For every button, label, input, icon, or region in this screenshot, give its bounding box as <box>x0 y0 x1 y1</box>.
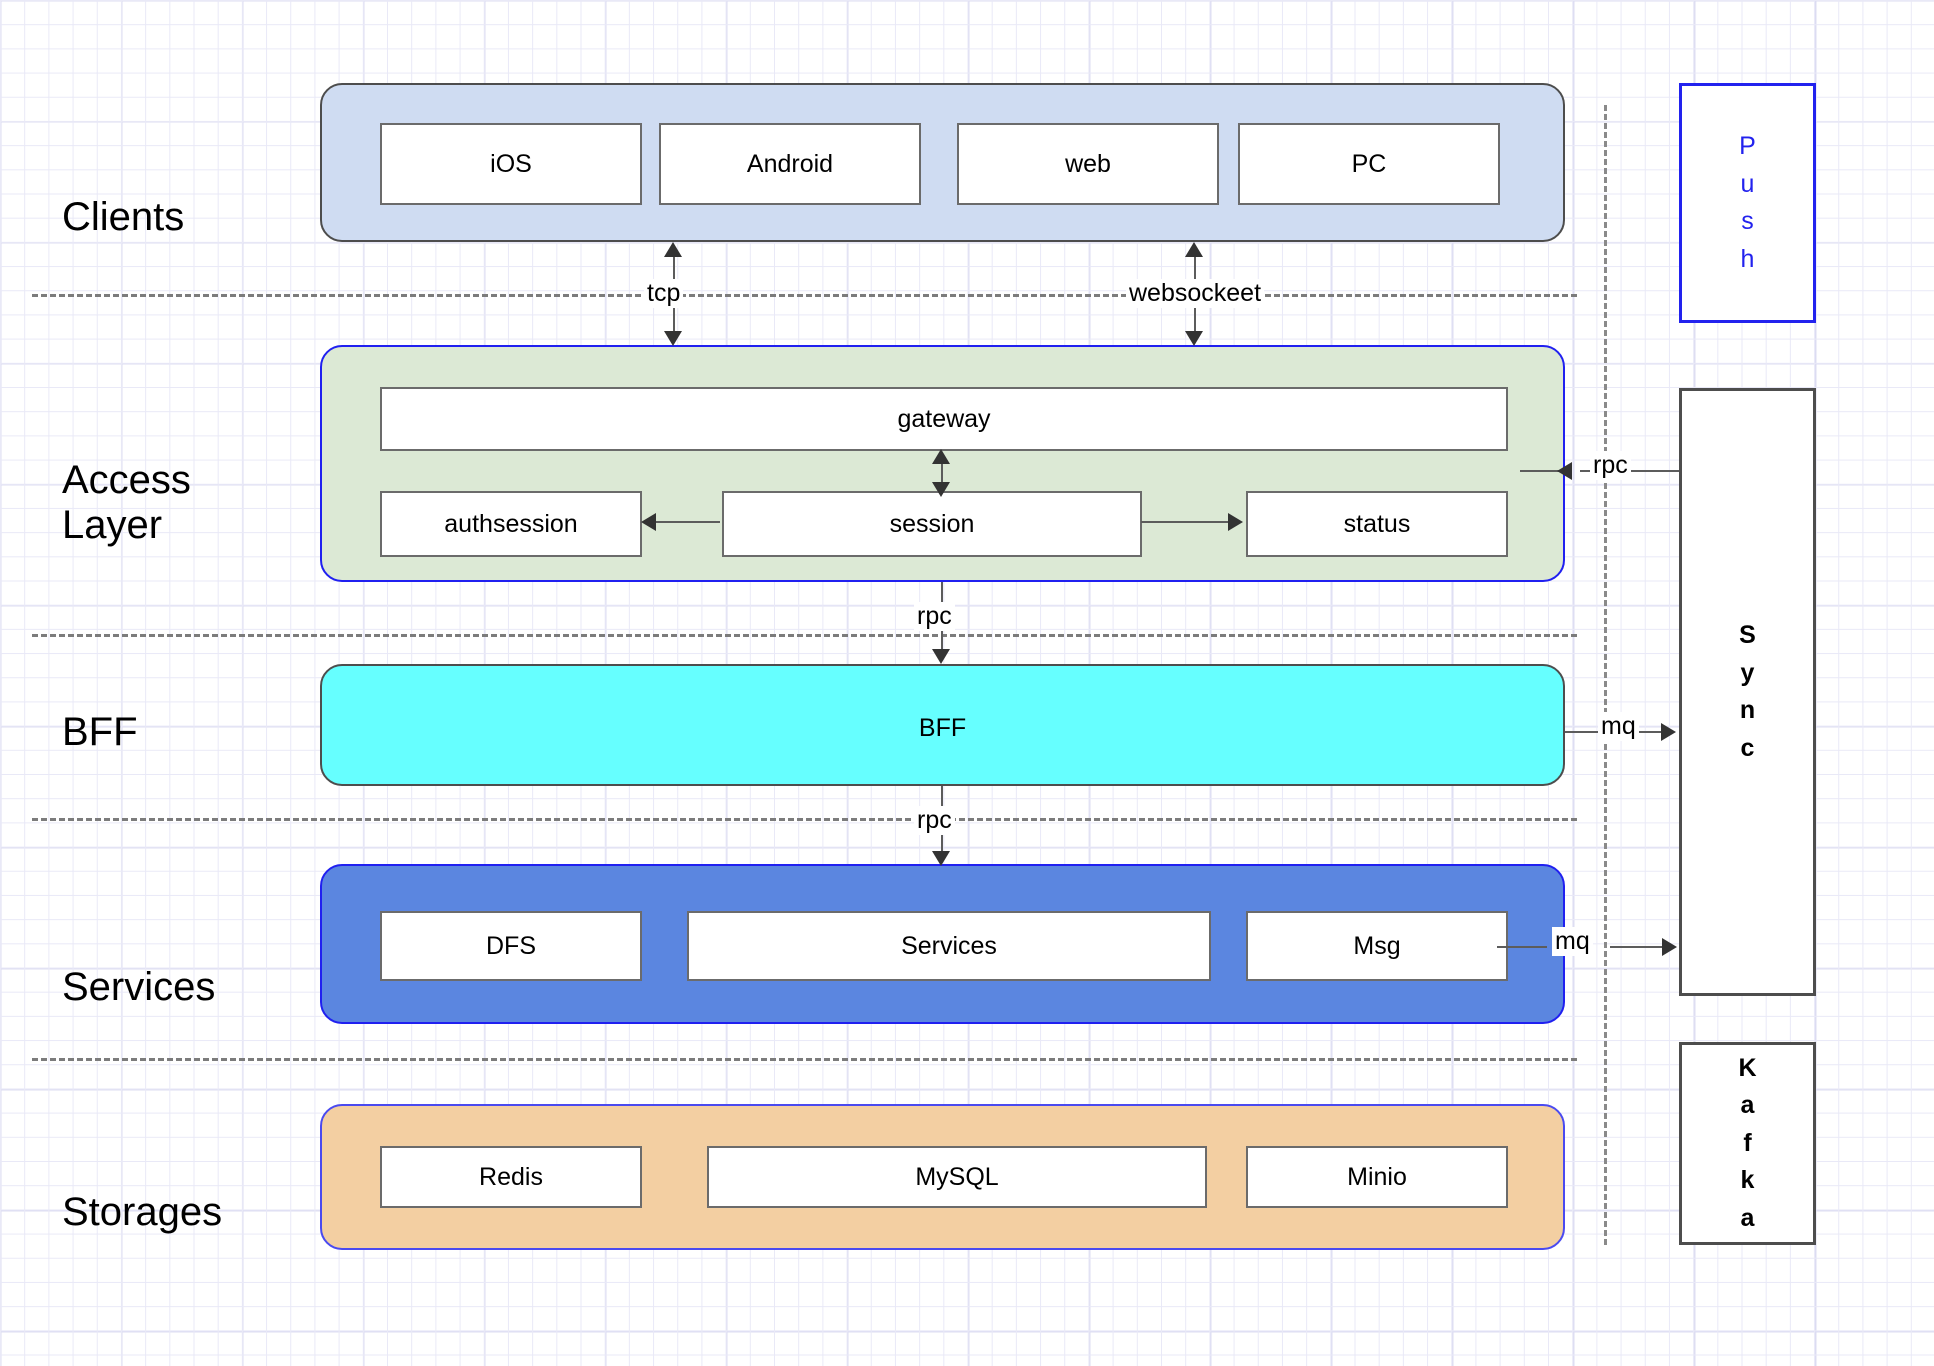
connector-gateway-session-up-arrowhead <box>932 449 950 464</box>
group-clients: iOS Android web PC <box>320 83 1565 242</box>
node-gateway[interactable]: gateway <box>380 387 1508 451</box>
edge-label-mq-bff-sync: mq <box>1598 712 1639 741</box>
side-box-push-text: P u s h <box>1739 128 1756 278</box>
node-services[interactable]: Services <box>687 911 1211 981</box>
tier-label-access-layer: Access Layer <box>62 458 191 547</box>
tier-label-services: Services <box>62 965 216 1009</box>
push-letter-2: s <box>1741 207 1754 235</box>
connector-gateway-session-line <box>941 459 943 487</box>
push-letter-3: h <box>1740 244 1755 273</box>
kafka-letter-4: a <box>1740 1203 1755 1232</box>
group-services: DFS Services Msg <box>320 864 1565 1024</box>
connector-gateway-session-down-arrowhead <box>932 482 950 497</box>
sync-letter-1: y <box>1740 658 1755 687</box>
edge-label-websocket: websockeet <box>1126 279 1265 308</box>
group-access-layer: gateway authsession session status <box>320 345 1565 582</box>
connector-websocket-down-line <box>1194 300 1196 334</box>
side-box-push[interactable]: P u s h <box>1679 83 1816 323</box>
push-letter-1: u <box>1740 169 1755 198</box>
connector-websocket-down-arrowhead <box>1185 331 1203 346</box>
connector-msg-sync-line-left <box>1497 946 1547 948</box>
kafka-letter-1: a <box>1740 1091 1755 1120</box>
connector-bff-sync-line-left <box>1565 731 1619 733</box>
connector-bff-services-arrowhead <box>932 851 950 866</box>
vertical-divider <box>1604 105 1607 1245</box>
kafka-letter-3: k <box>1740 1166 1755 1195</box>
edge-label-mq-msg-sync: mq <box>1552 927 1593 956</box>
edge-label-tcp: tcp <box>644 279 684 308</box>
connector-tcp-down-line <box>673 300 675 334</box>
sync-letter-3: c <box>1740 733 1755 762</box>
connector-bff-sync-line-right <box>1637 731 1665 733</box>
node-pc[interactable]: PC <box>1238 123 1500 205</box>
node-android[interactable]: Android <box>659 123 921 205</box>
connector-sync-access-arrowhead <box>1557 462 1572 480</box>
side-box-kafka[interactable]: K a f k a <box>1679 1042 1816 1245</box>
node-ios[interactable]: iOS <box>380 123 642 205</box>
side-box-sync[interactable]: S y n c <box>1679 388 1816 996</box>
connector-access-bff-arrowhead <box>932 649 950 664</box>
tier-divider-bff-services <box>32 818 1577 821</box>
edge-label-rpc-sync-access: rpc <box>1590 451 1631 480</box>
connector-tcp-up-arrowhead <box>664 242 682 257</box>
node-dfs[interactable]: DFS <box>380 911 642 981</box>
edge-label-rpc-bff-services: rpc <box>914 806 955 835</box>
tier-divider-services-storages <box>32 1058 1577 1061</box>
node-web[interactable]: web <box>957 123 1219 205</box>
node-session[interactable]: session <box>722 491 1142 557</box>
connector-msg-sync-arrowhead <box>1662 938 1677 956</box>
connector-bff-sync-arrowhead <box>1661 723 1676 741</box>
connector-session-authsession-line <box>655 521 720 523</box>
sync-letter-2: n <box>1739 696 1756 724</box>
side-box-kafka-text: K a f k a <box>1738 1050 1756 1238</box>
connector-tcp-up-line <box>673 248 675 288</box>
push-letter-0: P <box>1739 132 1756 160</box>
tier-label-clients: Clients <box>62 195 185 239</box>
connector-websocket-up-arrowhead <box>1185 242 1203 257</box>
connector-session-authsession-arrowhead <box>641 513 656 531</box>
node-minio[interactable]: Minio <box>1246 1146 1508 1208</box>
node-authsession[interactable]: authsession <box>380 491 642 557</box>
connector-session-status-line <box>1141 521 1229 523</box>
kafka-letter-0: K <box>1738 1053 1757 1082</box>
sync-letter-0: S <box>1739 621 1756 649</box>
group-storages: Redis MySQL Minio <box>320 1104 1565 1250</box>
tier-label-bff: BFF <box>62 710 138 754</box>
kafka-letter-2: f <box>1743 1128 1752 1157</box>
tier-divider-clients-access <box>32 294 1577 297</box>
connector-msg-sync-line-right <box>1610 946 1668 948</box>
connector-sync-access-line-left <box>1520 470 1570 472</box>
tier-label-storages: Storages <box>62 1190 223 1234</box>
node-bff-label: BFF <box>918 714 967 742</box>
node-redis[interactable]: Redis <box>380 1146 642 1208</box>
connector-tcp-down-arrowhead <box>664 331 682 346</box>
connector-websocket-up-line <box>1194 248 1196 288</box>
node-status[interactable]: status <box>1246 491 1508 557</box>
edge-label-rpc-access-bff: rpc <box>914 602 955 631</box>
connector-session-status-arrowhead <box>1228 513 1243 531</box>
node-mysql[interactable]: MySQL <box>707 1146 1207 1208</box>
node-msg[interactable]: Msg <box>1246 911 1508 981</box>
tier-divider-access-bff <box>32 634 1577 637</box>
group-bff[interactable]: BFF <box>320 664 1565 786</box>
side-box-sync-text: S y n c <box>1739 617 1756 767</box>
